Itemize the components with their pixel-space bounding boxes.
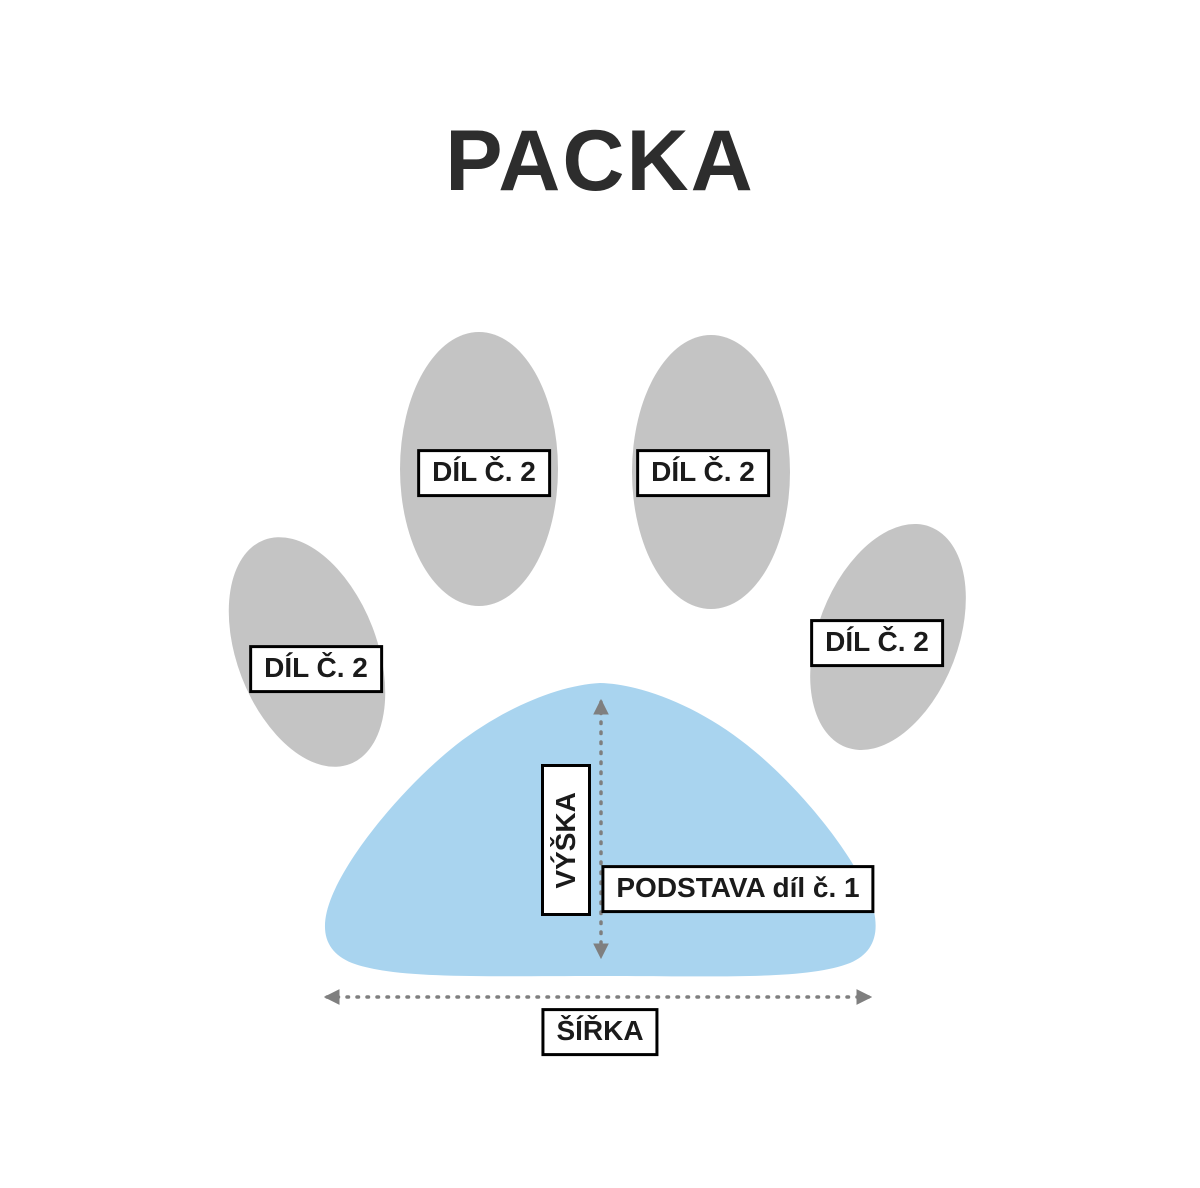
label-height: VÝŠKA <box>541 764 591 916</box>
label-width: ŠÍŘKA <box>541 1008 659 1056</box>
label-height-text: VÝŠKA <box>549 791 581 889</box>
label-part2-outer-right: DÍL Č. 2 <box>810 619 944 667</box>
label-part2-outer-left: DÍL Č. 2 <box>249 645 383 693</box>
label-part2-middle-right: DÍL Č. 2 <box>636 449 770 497</box>
page-title: PACKA <box>445 113 755 209</box>
label-base-part1: PODSTAVA díl č. 1 <box>601 865 875 913</box>
label-part2-middle-left: DÍL Č. 2 <box>417 449 551 497</box>
